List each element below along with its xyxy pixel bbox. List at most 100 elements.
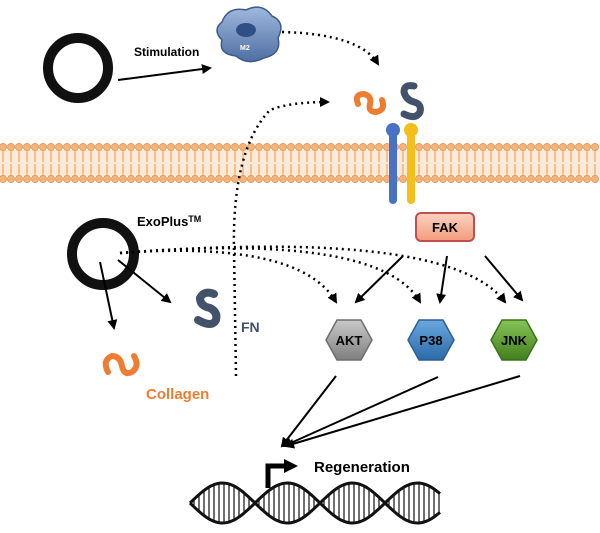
lipid-head — [543, 142, 552, 151]
lipid-head — [567, 142, 576, 151]
fn-ligand — [400, 82, 424, 121]
lipid-head — [486, 174, 495, 183]
collagen-fragment — [102, 352, 140, 377]
lipid-head — [127, 174, 136, 183]
lipid-head — [494, 142, 503, 151]
lipid-head — [430, 174, 439, 183]
lipid-head — [47, 142, 56, 151]
lipid-head — [270, 142, 279, 151]
lipid-head — [318, 142, 327, 151]
lipid-head — [358, 142, 367, 151]
lipid-head — [350, 174, 359, 183]
lipid-head — [478, 174, 487, 183]
lipid-head — [278, 174, 287, 183]
fn-label: FN — [241, 319, 260, 335]
lipid-head — [559, 142, 568, 151]
lipid-head — [535, 174, 544, 183]
exoplus-fn-arrow — [117, 259, 172, 304]
dna-strand-b — [188, 481, 441, 525]
fak-p38-arrow — [436, 255, 448, 304]
lipid-head — [119, 142, 128, 151]
lipid-head — [0, 143, 7, 151]
lipid-head — [158, 174, 167, 183]
lipid-head — [374, 142, 383, 151]
lipid-head — [182, 142, 191, 151]
stimulation-label: Stimulation — [134, 45, 199, 59]
lipid-head — [30, 174, 39, 183]
akt-label: AKT — [336, 333, 363, 348]
fak-jnk-arrow — [484, 255, 524, 302]
fn-fragment — [194, 288, 221, 328]
lipid-head — [174, 174, 183, 183]
p38-node: P38 — [407, 319, 455, 361]
lipid-head — [583, 174, 592, 183]
jnk-node: JNK — [490, 319, 538, 361]
lipid-head — [502, 174, 511, 183]
lipid-head — [398, 142, 407, 151]
lipid-head — [422, 142, 431, 151]
lipid-head — [103, 174, 112, 183]
lipid-head — [166, 174, 175, 183]
lipid-head — [30, 142, 39, 151]
lipid-head — [198, 142, 207, 151]
lipid-head — [358, 174, 367, 183]
lipid-head — [174, 142, 183, 151]
lipid-head — [182, 174, 191, 183]
lipid-head — [438, 142, 447, 151]
lipid-head — [350, 142, 359, 151]
lipid-head — [374, 174, 383, 183]
lipid-head — [95, 174, 104, 183]
lipid-head — [7, 142, 15, 151]
lipid-head — [63, 142, 72, 151]
lipid-head — [270, 174, 279, 183]
lipid-head — [591, 142, 600, 151]
lipid-head — [206, 142, 215, 151]
lipid-head — [302, 142, 311, 151]
lipid-head — [95, 142, 104, 151]
lipid-head — [470, 142, 479, 151]
lipid-head — [486, 142, 495, 151]
lipid-head — [422, 174, 431, 183]
p38-label: P38 — [419, 333, 442, 348]
exosome-ring-top — [43, 33, 113, 103]
lipid-head — [206, 174, 215, 183]
lipid-head — [190, 142, 199, 151]
exoplus-ring — [67, 218, 139, 290]
lipid-head — [222, 174, 231, 183]
lipid-head — [103, 142, 112, 151]
lipid-head — [294, 142, 303, 151]
lipid-head — [318, 174, 327, 183]
lipid-head — [543, 174, 552, 183]
lipid-head — [334, 174, 343, 183]
lipid-head — [14, 174, 23, 183]
dna-strand-a — [188, 481, 441, 525]
lipid-head — [134, 142, 143, 151]
lipid-head — [262, 142, 271, 151]
lipid-head — [7, 174, 15, 183]
lipid-head — [583, 142, 592, 151]
lipid-head — [246, 142, 255, 151]
lipid-head — [198, 174, 207, 183]
lipid-head — [310, 142, 319, 151]
exoplus-jnk-dotted-arrow — [119, 245, 507, 304]
lipid-head — [47, 174, 56, 183]
lipid-head — [55, 174, 64, 183]
lipid-head — [134, 174, 143, 183]
lipid-head — [278, 142, 287, 151]
exoplus-p38-dotted-arrow — [119, 246, 422, 304]
lipid-head — [142, 174, 151, 183]
lipid-head — [79, 142, 88, 151]
lipid-head — [575, 174, 584, 183]
lipid-head — [230, 174, 239, 183]
lipid-head — [14, 142, 23, 151]
lipid-head — [519, 174, 528, 183]
lipid-head — [22, 142, 31, 151]
regeneration-label: Regeneration — [314, 459, 410, 476]
lipid-head — [470, 174, 479, 183]
lipid-head — [71, 142, 80, 151]
lipid-head — [310, 174, 319, 183]
lipid-head — [414, 142, 423, 151]
jnk-label: JNK — [501, 333, 528, 348]
